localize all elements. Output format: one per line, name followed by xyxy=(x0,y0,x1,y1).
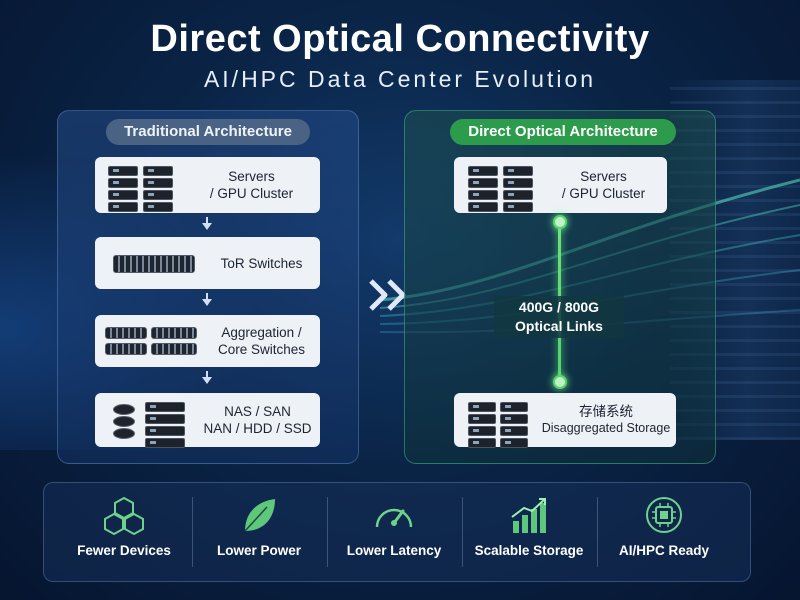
switch-icon xyxy=(151,327,197,339)
divider xyxy=(327,497,328,567)
divider xyxy=(192,497,193,567)
database-icon xyxy=(113,404,135,440)
tor-switches-label: ToR Switches xyxy=(220,255,303,271)
chevron-right-icon xyxy=(369,279,406,311)
servers-box: Servers / GPU Cluster xyxy=(95,157,320,213)
disaggregated-storage-label-line1: 存储系统 xyxy=(579,404,633,419)
switch-icon xyxy=(113,255,195,273)
storage-label-line1: NAS / SAN xyxy=(224,404,291,419)
feature-ai-hpc-ready: AI/HPC Ready xyxy=(597,483,731,581)
arrow-down-icon xyxy=(202,299,212,306)
cubes-icon xyxy=(104,496,144,535)
benefits-bar: Fewer Devices Lower Power Lower Latency xyxy=(43,482,751,582)
switch-icon xyxy=(105,343,147,355)
feature-label: Lower Latency xyxy=(346,543,442,558)
direct-servers-label-line2: / GPU Cluster xyxy=(561,186,646,201)
ai-chip-icon xyxy=(646,497,682,533)
storage-array-icon xyxy=(145,402,185,450)
feature-label: Fewer Devices xyxy=(77,543,171,558)
feature-scalable-storage: Scalable Storage xyxy=(462,483,596,581)
server-rack-icon xyxy=(503,166,533,214)
optical-links-label-line2: Optical Links xyxy=(515,318,603,334)
growth-chart-icon xyxy=(511,498,546,533)
server-rack-icon xyxy=(108,166,138,214)
optical-links-label: 400G / 800G Optical Links xyxy=(494,296,624,338)
divider xyxy=(462,497,463,567)
page-subtitle: AI/HPC Data Center Evolution xyxy=(203,66,597,92)
servers-label-line1: Servers xyxy=(228,169,275,184)
traditional-architecture-panel: Traditional Architecture Servers / GPU C… xyxy=(57,110,359,464)
aggregation-switches-box: Aggregation / Core Switches xyxy=(95,315,320,367)
switch-icon xyxy=(105,327,147,339)
divider xyxy=(597,497,598,567)
tor-switches-box: ToR Switches xyxy=(95,237,320,289)
page-title: Direct Optical Connectivity xyxy=(150,18,650,60)
direct-optical-architecture-header: Direct Optical Architecture xyxy=(450,119,676,145)
direct-servers-box: Servers / GPU Cluster xyxy=(454,157,667,213)
storage-label-line2: NAN / HDD / SSD xyxy=(203,421,312,436)
feature-label: Lower Power xyxy=(216,543,302,558)
arrow-down-icon xyxy=(202,223,212,230)
disaggregated-storage-label-line2: Disaggregated Storage xyxy=(541,421,671,435)
aggregation-label-line1: Aggregation / xyxy=(221,325,302,340)
optical-links-label-line1: 400G / 800G xyxy=(518,299,600,315)
feature-lower-latency: Lower Latency xyxy=(327,483,461,581)
direct-optical-architecture-panel: Direct Optical Architecture Servers / GP… xyxy=(404,110,716,464)
traditional-architecture-header: Traditional Architecture xyxy=(106,119,310,145)
storage-array-icon xyxy=(468,402,496,450)
server-rack-icon xyxy=(468,166,498,214)
optical-link-node-bottom xyxy=(553,375,567,389)
feature-label: AI/HPC Ready xyxy=(618,543,710,558)
leaf-icon xyxy=(244,499,275,532)
disaggregated-storage-box: 存储系统 Disaggregated Storage xyxy=(454,393,676,450)
feature-fewer-devices: Fewer Devices xyxy=(57,483,191,581)
arrow-down-icon xyxy=(202,377,212,384)
server-rack-icon xyxy=(143,166,173,214)
servers-label-line2: / GPU Cluster xyxy=(209,186,294,201)
gauge-icon xyxy=(375,508,413,528)
switch-icon xyxy=(151,343,197,355)
aggregation-label-line2: Core Switches xyxy=(217,342,306,357)
optical-link-node-top xyxy=(553,215,567,229)
storage-box: NAS / SAN NAN / HDD / SSD xyxy=(95,393,320,450)
feature-label: Scalable Storage xyxy=(474,543,584,558)
feature-lower-power: Lower Power xyxy=(192,483,326,581)
direct-servers-label-line1: Servers xyxy=(580,169,627,184)
storage-array-icon xyxy=(500,402,528,450)
